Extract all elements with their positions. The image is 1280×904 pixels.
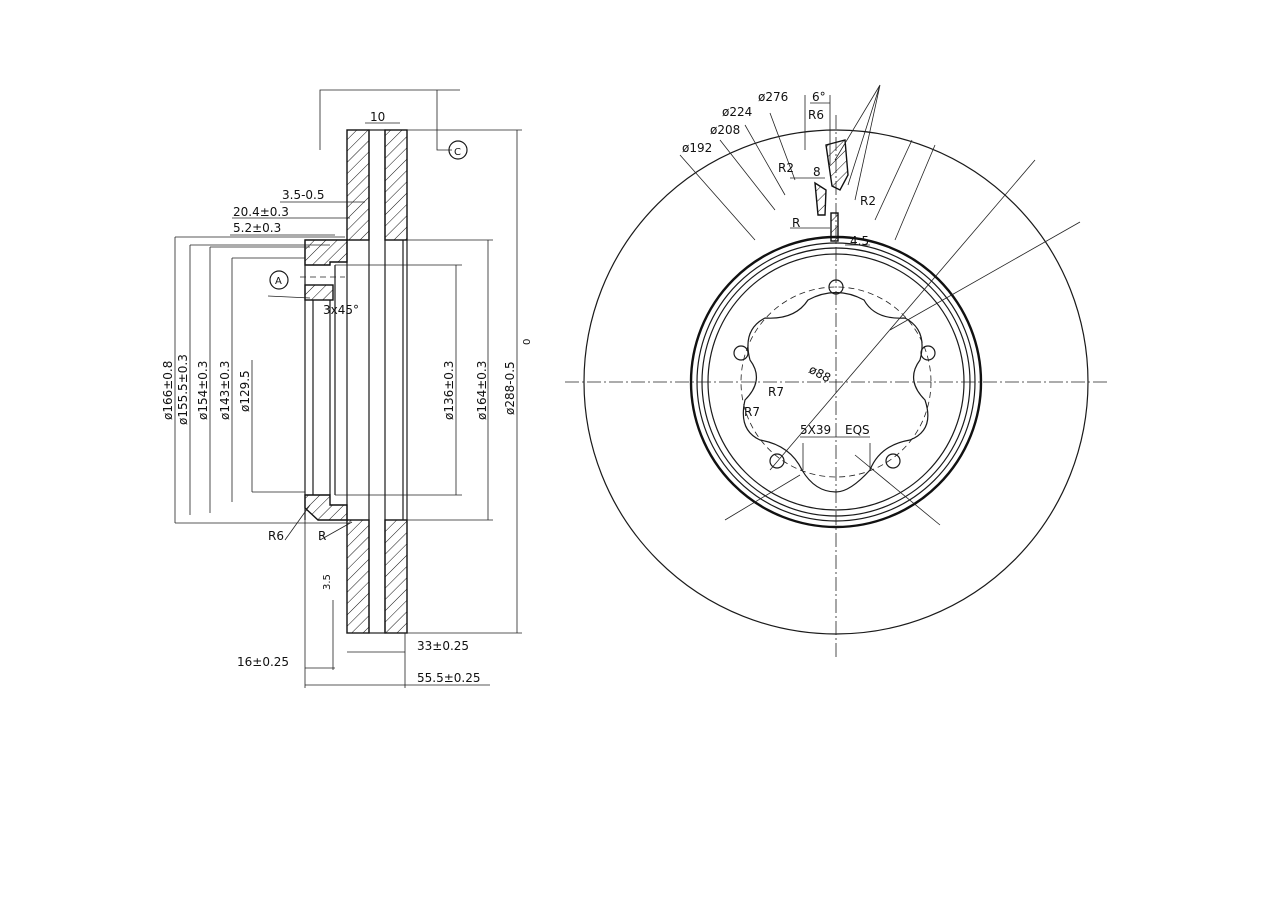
dia-155-5: ø155.5±0.3 (176, 354, 190, 425)
dim-16: 16±0.25 (237, 655, 289, 669)
radius-r6: R6 (268, 529, 284, 543)
eqs-label: EQS (845, 423, 870, 437)
inner-plate-top (384, 129, 408, 241)
hub-bore-outline (742, 291, 929, 493)
front-labels: ø276 ø224 ø208 ø192 6° R6 R2 8 R2 R 4.5 … (682, 90, 876, 437)
chamfer-label: 3x45° (323, 303, 359, 317)
datum-c: C (454, 147, 461, 158)
dim-20-4: 20.4±0.3 (233, 205, 289, 219)
bolt-hole (769, 453, 785, 469)
dia-288: ø288-0.5 (503, 361, 517, 415)
bolt-pattern: 5X39 (800, 423, 831, 437)
vent-pin (830, 212, 839, 242)
bolt-hole (920, 345, 936, 361)
dia-143: ø143±0.3 (218, 361, 232, 420)
vent-rib (814, 181, 827, 216)
dim-33: 33±0.25 (417, 639, 469, 653)
dia-288-upper-tol: 0 (522, 339, 533, 345)
dia-136: ø136±0.3 (442, 361, 456, 420)
dia-154: ø154±0.3 (196, 361, 210, 420)
dim-3-5: 3.5-0.5 (282, 188, 325, 202)
dim-4-5: 4.5 (850, 234, 869, 248)
section-labels: 10 C A 3.5-0.5 20.4±0.3 5.2±0.3 3x45° ø1… (161, 110, 533, 685)
dim-55-5: 55.5±0.25 (417, 671, 481, 685)
radius-r6-front: R6 (808, 108, 824, 122)
bolt-hole (885, 453, 901, 469)
radius-r7-a: R7 (768, 385, 784, 399)
dim-width-10: 10 (370, 110, 385, 124)
dia-224: ø224 (722, 105, 752, 119)
dia-192: ø192 (682, 141, 712, 155)
outer-plate-bottom (346, 519, 370, 634)
outer-plate-top (346, 129, 370, 241)
dim-3-5-bottom: 3.5 (322, 574, 333, 590)
dia-166: ø166±0.8 (161, 361, 175, 420)
radius-r2-right: R2 (860, 194, 876, 208)
dia-276: ø276 (758, 90, 788, 104)
hub-flange-top (304, 239, 348, 266)
datum-a: A (275, 276, 282, 287)
dia-208: ø208 (710, 123, 740, 137)
vent-slot (825, 139, 849, 191)
radius-r7-b: R7 (744, 405, 760, 419)
inner-plate-bottom (384, 519, 408, 634)
angle-6: 6° (812, 90, 826, 104)
section-view (174, 89, 522, 688)
front-view (565, 84, 1108, 660)
radius-r2-left: R2 (778, 161, 794, 175)
dia-129-5: ø129.5 (238, 370, 252, 412)
dia-164: ø164±0.3 (475, 361, 489, 420)
radius-r: R (318, 529, 326, 543)
hub-flange-bottom (304, 494, 348, 521)
bolt-hole (733, 345, 749, 361)
radius-r-front: R (792, 216, 800, 230)
dim-8: 8 (813, 165, 821, 179)
dim-5-2: 5.2±0.3 (233, 221, 281, 235)
